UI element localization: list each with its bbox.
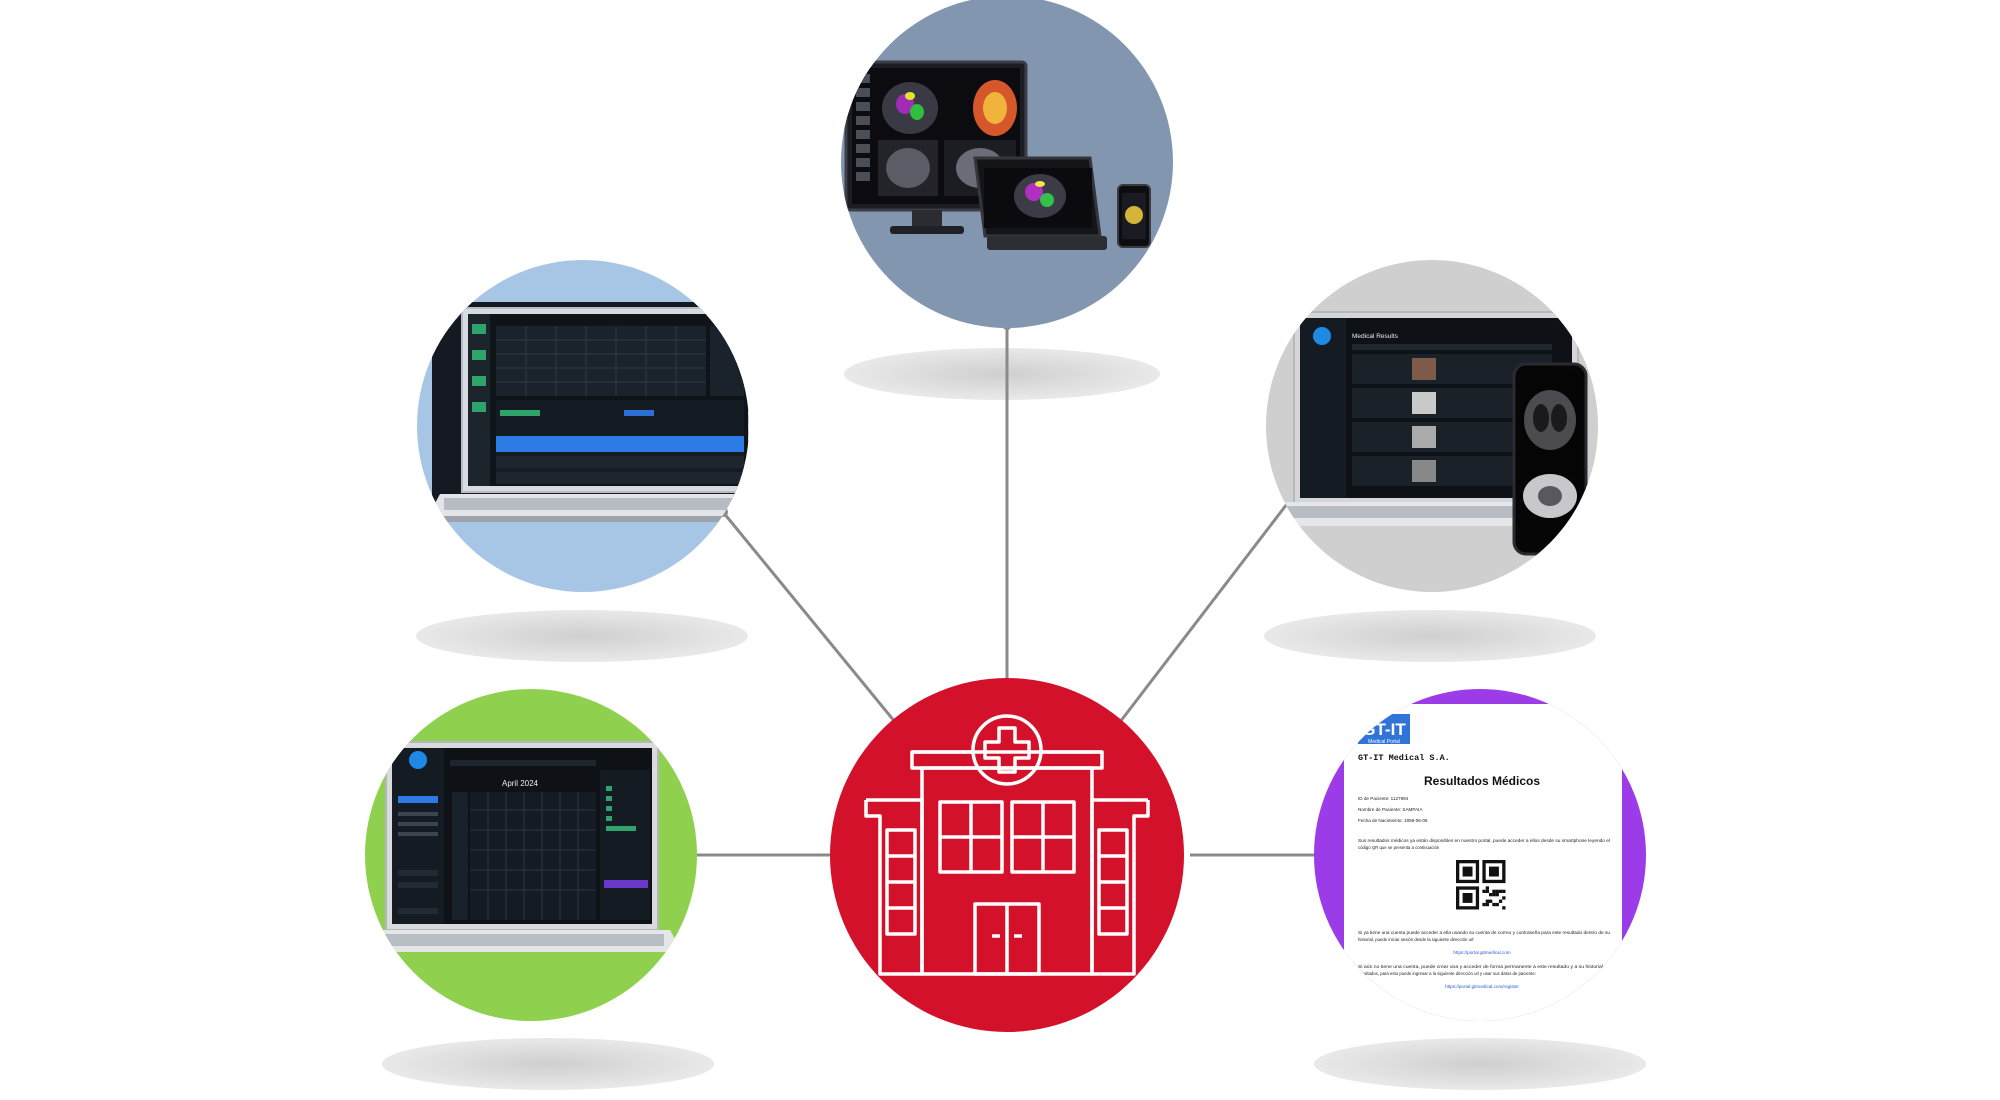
right-node: Medical Results: [1266, 260, 1598, 592]
qr-code-icon: [1456, 860, 1506, 910]
report-logo-text: GT-IT: [1362, 720, 1406, 739]
connector-left: [721, 511, 897, 723]
report-patient-id: ID de Paciente: 1127994: [1358, 796, 1409, 801]
connector-right: [1118, 499, 1292, 723]
drop-shadows: [382, 348, 1646, 1090]
top-node: [841, 0, 1173, 328]
hospital-building-icon: [864, 714, 1150, 976]
report-logo-sub: Medical Portal: [1368, 739, 1400, 745]
report-paragraph-1b: código QR que se presenta a continuación: [1358, 845, 1440, 850]
laptop-phone-results-icon: Medical Results: [1268, 311, 1598, 556]
report-paragraph-2b: historial, puede iniciar sesión desde la…: [1358, 937, 1475, 942]
hub-node: [830, 678, 1184, 1032]
shadow-right: [1264, 610, 1596, 662]
report-login-url[interactable]: https://portal.gitmedical.com: [1453, 950, 1510, 955]
report-register-url[interactable]: https://portal.gitmedical.com/register: [1445, 984, 1519, 989]
shadow-left: [416, 610, 748, 662]
medical-report-document-icon: GT-IT Medical Portal GT-IT Medical S.A. …: [1344, 704, 1622, 1021]
bottom-right-node: GT-IT Medical Portal GT-IT Medical S.A. …: [1314, 689, 1646, 1021]
shadow-top: [844, 348, 1160, 400]
calendar-month-title: April 2024: [502, 779, 539, 788]
report-company: GT-IT Medical S.A.: [1358, 753, 1450, 763]
bottom-left-node: April 2024: [365, 689, 697, 1021]
shadow-bottom-left: [382, 1038, 714, 1090]
report-paragraph-3b: resultados, para esto puede ingresar a l…: [1358, 971, 1536, 976]
report-birth-date: Fecha de Nacimiento: 1958-06-06: [1358, 818, 1428, 823]
shadow-bottom-right: [1314, 1038, 1646, 1090]
laptop-scheduler-icon: [428, 302, 749, 522]
report-paragraph-1a: Sus resultados médicos ya están disponib…: [1358, 838, 1610, 843]
left-node: [417, 260, 749, 592]
hub-circle: [830, 678, 1184, 1032]
report-paragraph-3a: Si aún no tiene una cuenta, puede crear …: [1358, 964, 1611, 969]
multi-device-viewer-icon: [844, 60, 1151, 250]
report-patient-name: Nombre de Paciente: SAMPAIA: [1358, 807, 1423, 812]
laptop-calendar-icon: April 2024: [365, 741, 682, 952]
report-title: Resultados Médicos: [1424, 774, 1540, 788]
results-screen-title: Medical Results: [1352, 333, 1399, 340]
report-paragraph-2a: Si ya tiene una cuenta puede acceder a e…: [1358, 930, 1611, 935]
